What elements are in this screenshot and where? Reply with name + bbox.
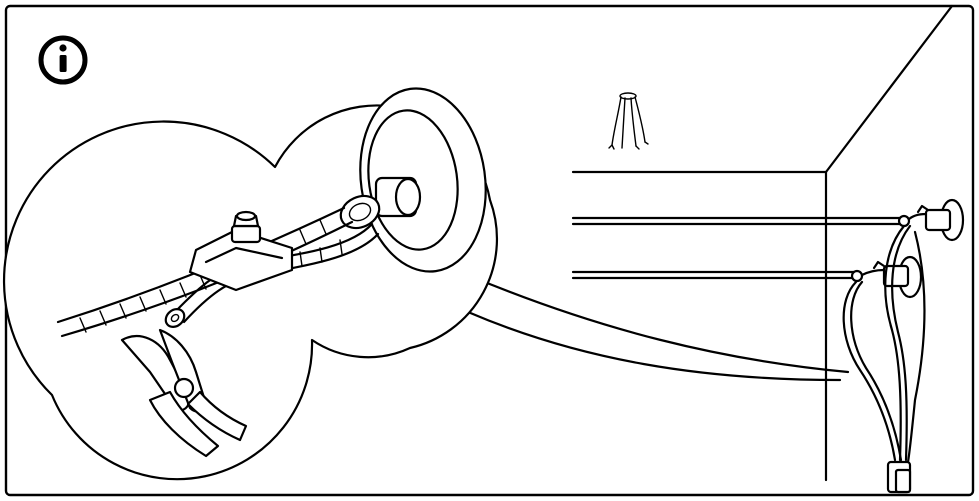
info-icon bbox=[38, 35, 88, 85]
wall-wires bbox=[571, 216, 902, 280]
wire-cutter-icon bbox=[120, 328, 248, 458]
anchor-disc bbox=[359, 87, 487, 273]
room-outline bbox=[571, 4, 954, 482]
wall-anchor-upper bbox=[897, 198, 965, 242]
rope-clamp bbox=[188, 210, 294, 292]
wall-anchor-lower bbox=[850, 255, 923, 299]
hanging-cable bbox=[842, 224, 926, 494]
eyelet-ring bbox=[339, 194, 381, 230]
detail-callout-lines bbox=[466, 274, 850, 382]
detail-magnifier bbox=[2, 87, 498, 481]
cable-bundle-sketch bbox=[608, 92, 649, 150]
